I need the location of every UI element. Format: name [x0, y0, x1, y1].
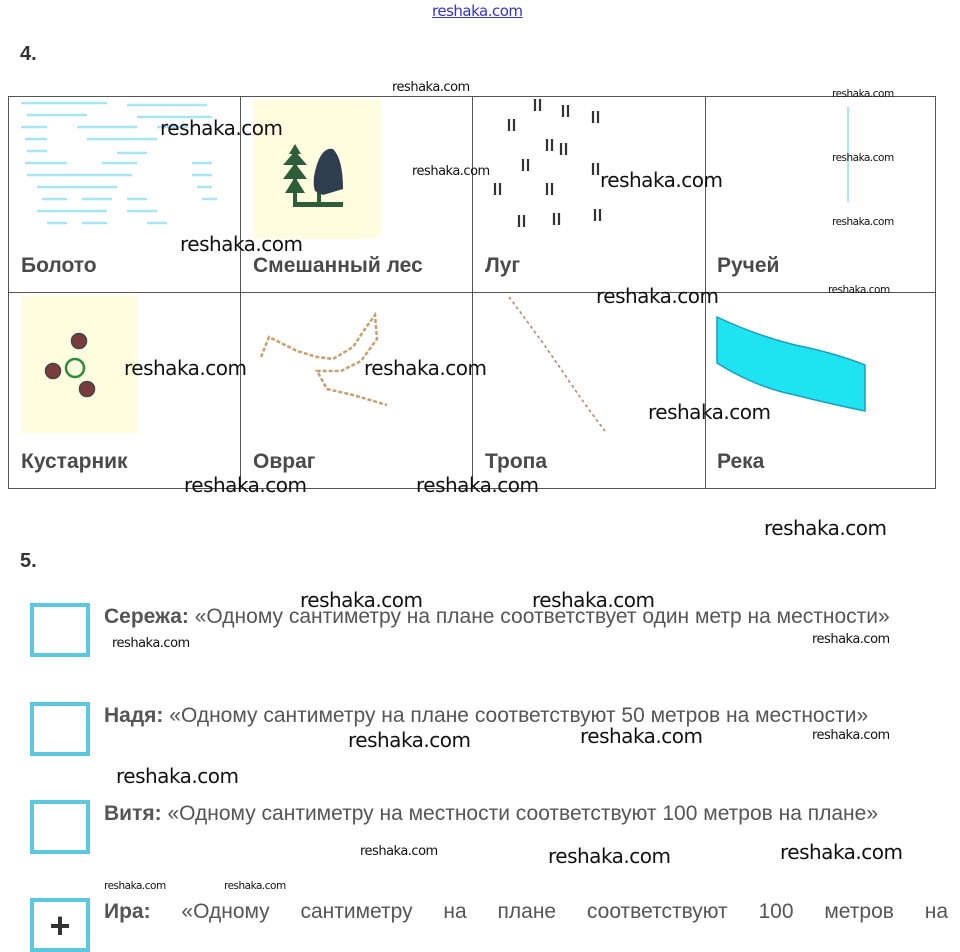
statement-vitya: Витя: «Одному сантиметру на местности со…	[104, 794, 948, 834]
watermark: reshaka.com	[812, 632, 890, 647]
meadow-symbol-icon	[493, 99, 602, 227]
checkbox-ira[interactable]: +	[30, 898, 90, 952]
label-swamp: Болото	[21, 254, 97, 277]
watermark: reshaka.com	[648, 400, 771, 424]
watermark: reshaka.com	[580, 724, 703, 748]
checkbox-mark: +	[49, 905, 71, 946]
checkbox-serezha[interactable]	[30, 603, 90, 657]
statement-nadya: Надя: «Одному сантиметру на плане соотве…	[104, 696, 948, 736]
map-symbols-table: Болото Смешанный лес Луг Ручей Кустарник	[8, 96, 936, 489]
watermark: reshaka.com	[364, 356, 487, 380]
speaker-name: Ира:	[104, 900, 151, 923]
label-shrub: Кустарник	[21, 450, 128, 473]
statement-text: «Одному сантиметру на местности соответс…	[167, 802, 879, 825]
watermark: reshaka.com	[548, 844, 671, 868]
watermark: reshaka.com	[828, 284, 890, 296]
checkbox-vitya[interactable]	[30, 800, 90, 854]
statement-serezha: Сережа: «Одному сантиметру на плане соот…	[104, 597, 948, 637]
statement-text: «Одному сантиметру на плане соответствуе…	[194, 605, 890, 628]
mixed-forest-symbol-icon	[253, 99, 381, 239]
ravine-symbol-icon	[259, 311, 388, 407]
site-link[interactable]: reshaka.com	[432, 2, 523, 20]
watermark: reshaka.com	[124, 356, 247, 380]
label-meadow: Луг	[485, 254, 521, 277]
watermark: reshaka.com	[412, 164, 490, 179]
watermark: reshaka.com	[832, 88, 894, 100]
task-4-number: 4.	[20, 43, 37, 65]
label-ravine: Овраг	[253, 450, 316, 473]
statement-text: «Одному сантиметру на плане соответствую…	[181, 900, 948, 923]
path-symbol-icon	[508, 296, 606, 432]
watermark: reshaka.com	[112, 636, 190, 651]
watermark: reshaka.com	[812, 728, 890, 743]
speaker-name: Сережа:	[104, 605, 189, 628]
statement-text: «Одному сантиметру на плане соответствую…	[169, 704, 869, 727]
watermark: reshaka.com	[224, 880, 286, 892]
watermark: reshaka.com	[780, 840, 903, 864]
watermark: reshaka.com	[160, 116, 283, 140]
label-mixed-forest: Смешанный лес	[253, 254, 423, 277]
watermark: reshaka.com	[184, 473, 307, 497]
watermark: reshaka.com	[832, 152, 894, 164]
statement-ira: Ира: «Одному сантиметру на плане соответ…	[104, 892, 948, 932]
watermark: reshaka.com	[104, 880, 166, 892]
watermark: reshaka.com	[116, 764, 239, 788]
speaker-name: Надя:	[104, 704, 164, 727]
watermark: reshaka.com	[180, 232, 303, 256]
watermark: reshaka.com	[764, 516, 887, 540]
watermark: reshaka.com	[532, 588, 655, 612]
watermark: reshaka.com	[348, 728, 471, 752]
label-stream: Ручей	[717, 254, 780, 277]
watermark: reshaka.com	[832, 216, 894, 228]
stream-symbol-icon	[847, 107, 849, 202]
speaker-name: Витя:	[104, 802, 162, 825]
watermark: reshaka.com	[300, 588, 423, 612]
label-path: Тропа	[485, 450, 548, 473]
watermark: reshaka.com	[596, 284, 719, 308]
river-symbol-icon	[716, 315, 866, 412]
shrub-symbol-icon	[21, 295, 137, 433]
watermark: reshaka.com	[392, 80, 470, 95]
label-river: Река	[717, 450, 765, 473]
watermark: reshaka.com	[360, 844, 438, 859]
task-5-number: 5.	[20, 550, 37, 572]
swamp-symbol-icon	[21, 101, 217, 225]
watermark: reshaka.com	[416, 473, 539, 497]
watermark: reshaka.com	[600, 168, 723, 192]
checkbox-nadya[interactable]	[30, 702, 90, 756]
